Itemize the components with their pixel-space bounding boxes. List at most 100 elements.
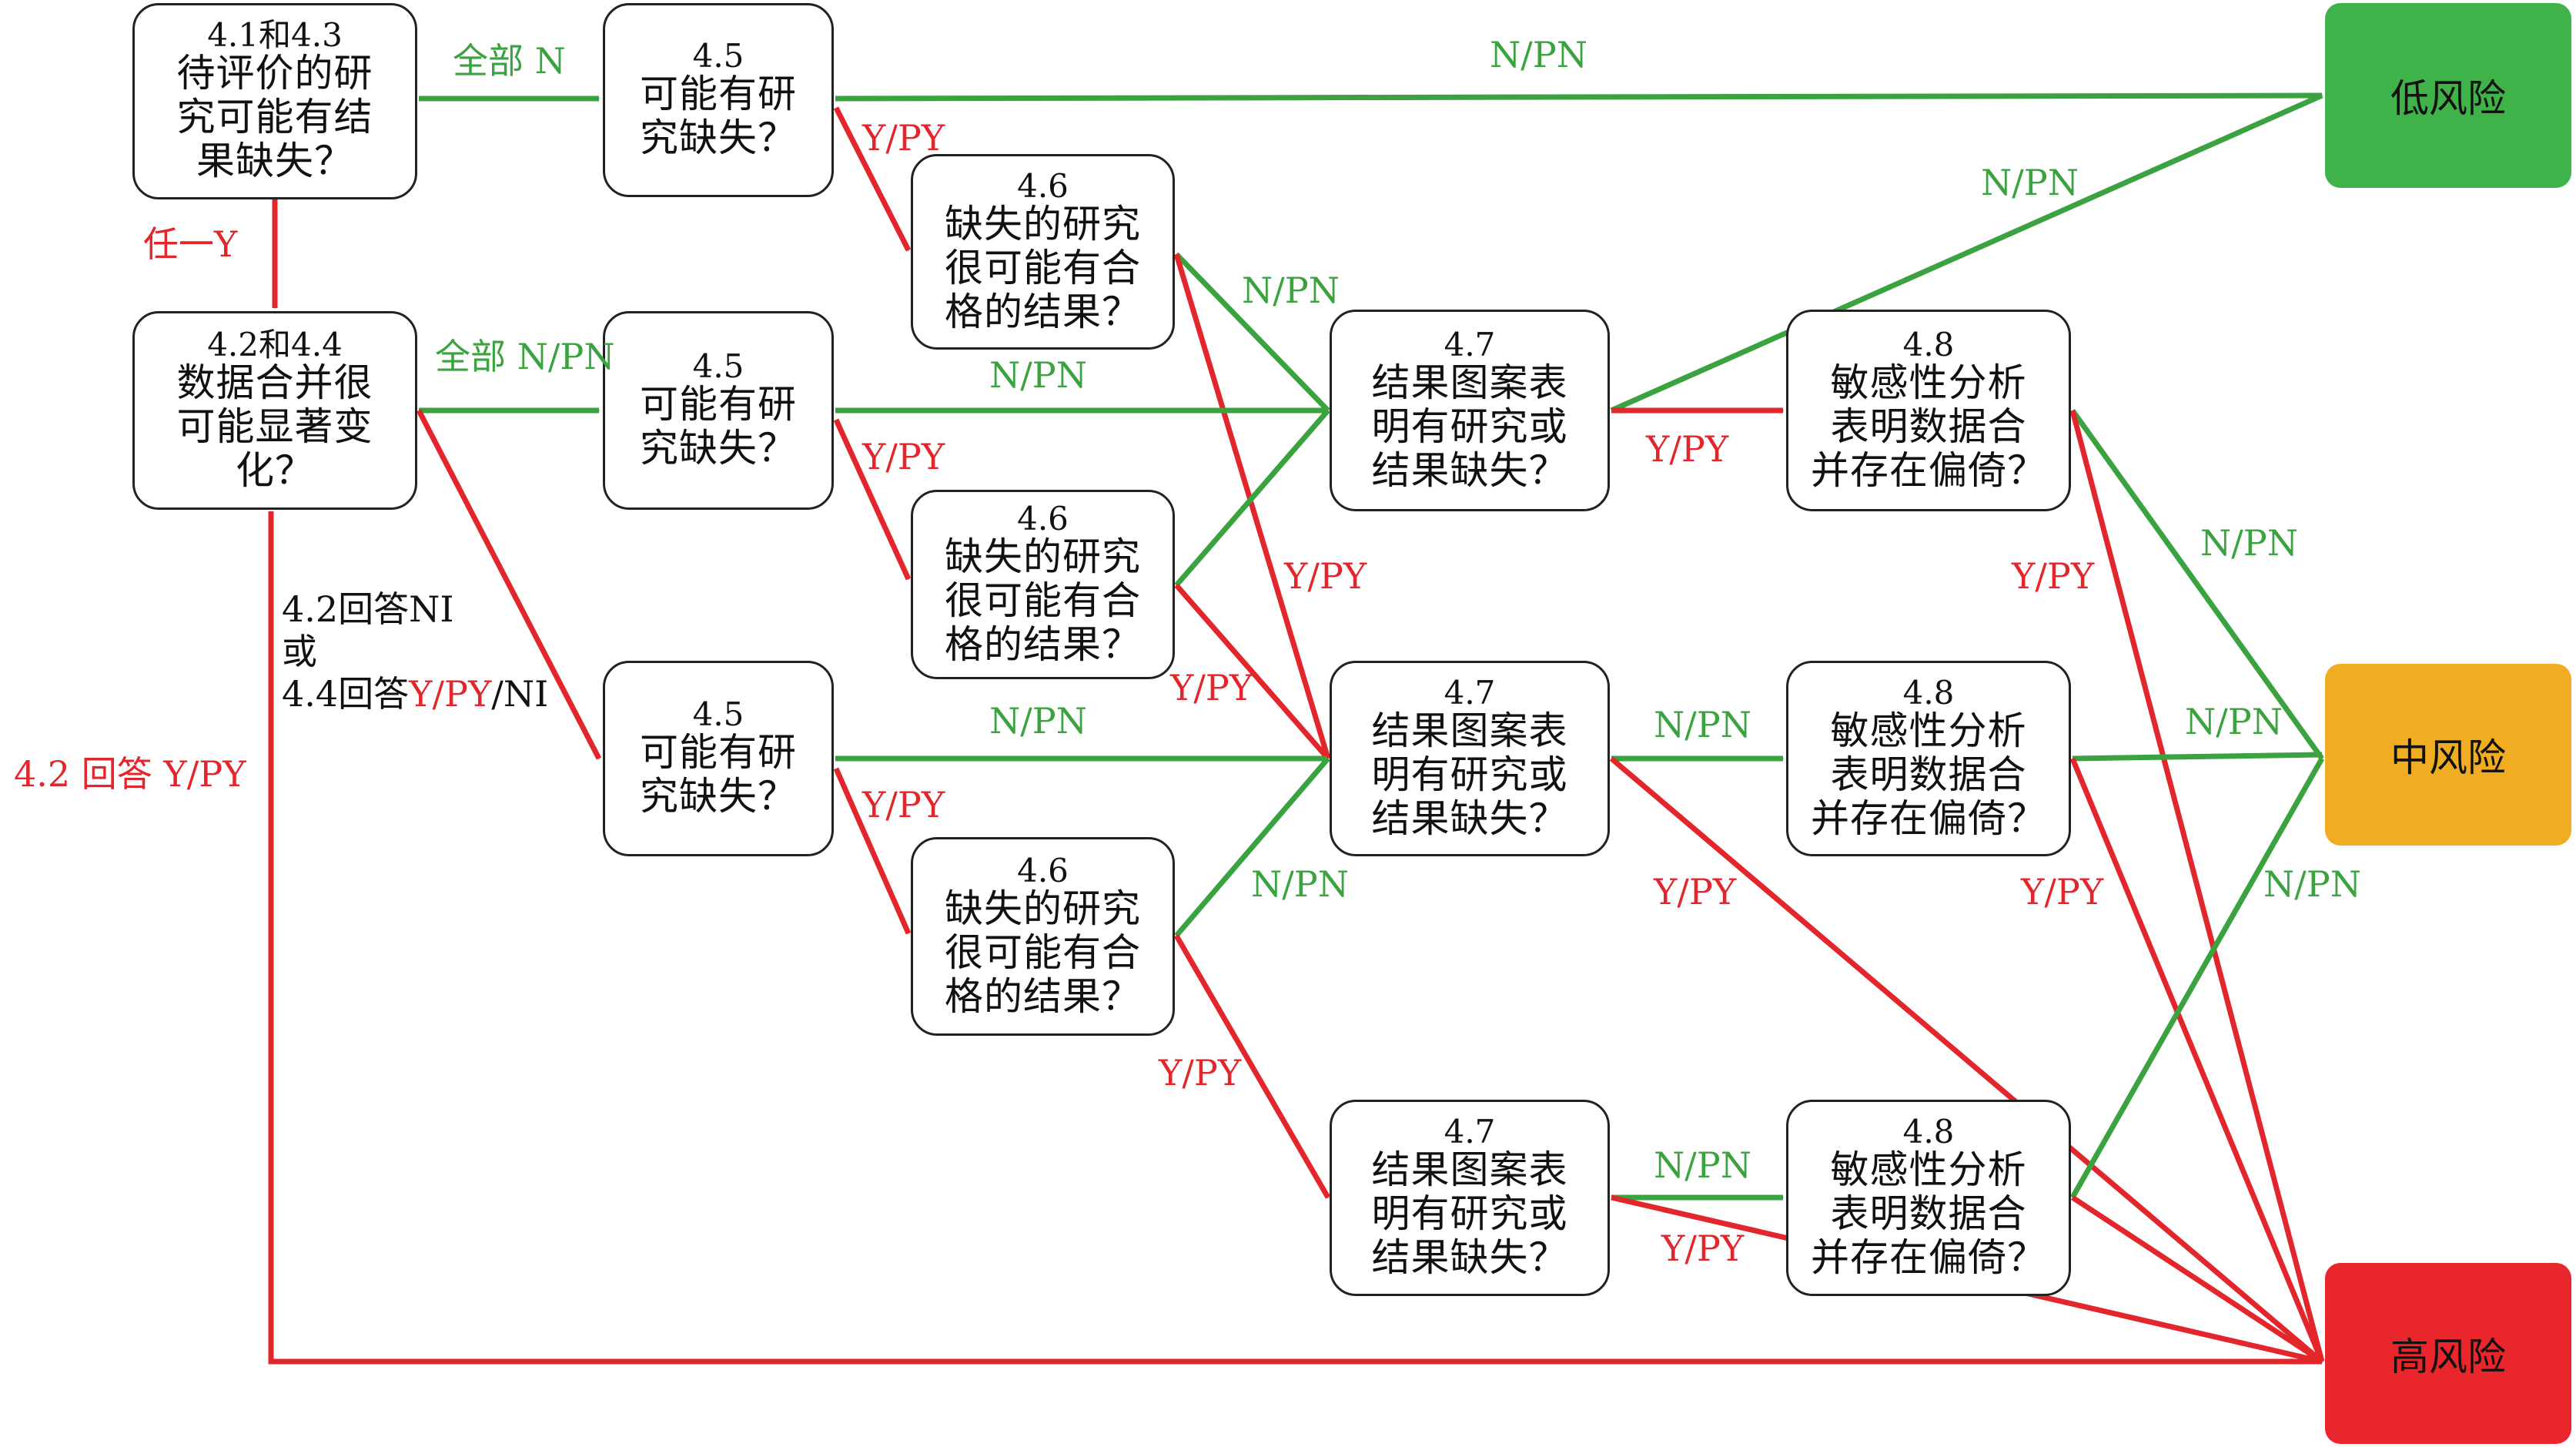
label-ni-line3-red: Y/PY [409,673,492,715]
node-4-8-bottom: 4.8 敏感性分析 表明数据合 并存在偏倚？ [1786,1100,2071,1296]
node-4-5-middle: 4.5 可能有研 究缺失？ [603,311,834,510]
node-question: 缺失的研究 很可能有合 格的结果？ [945,886,1141,1019]
label-y-py-45a: Y/PY [862,117,945,159]
node-4-7-top: 4.7 结果图案表 明有研究或 结果缺失？ [1330,310,1610,511]
node-4-7-bottom: 4.7 结果图案表 明有研究或 结果缺失？ [1330,1100,1610,1296]
node-question: 可能有研 究缺失？ [640,72,797,160]
label-q42-yes: 4.2 回答 Y/PY [14,753,246,795]
node-question: 数据合并很 可能显著变 化？ [176,360,373,493]
edge-4-8b-to-high [2069,757,2325,1363]
label-ni-line1: 4.2回答NI [282,588,454,630]
label-n-pn-48b-to-mid: N/PN [2185,701,2283,742]
node-number: 4.8 [1902,673,1955,712]
edge-4-6c-to-4-7b [1174,756,1330,938]
node-4-6-top: 4.6 缺失的研究 很可能有合 格的结果？ [911,154,1175,350]
label-y-py-47b-to-high: Y/PY [1654,871,1737,913]
edge-4-2-to-high [268,511,2323,1365]
edge-4-6c-to-4-7c [1173,934,1331,1199]
outcome-high-risk: 高风险 [2325,1263,2571,1444]
label-all-n-pn: 全部 N/PN [435,336,615,377]
label-y-py-48b-to-high: Y/PY [2021,871,2104,913]
label-y-py-45b: Y/PY [862,436,945,477]
label-y-py-48a-to-high: Y/PY [2012,555,2095,597]
label-ni-line3: 4.4回答Y/PY/NI [282,673,548,715]
label-y-py-46a-to-47b: Y/PY [1284,555,1367,597]
label-n-pn-48a-to-mid: N/PN [2200,522,2298,564]
node-4-1-and-4-3: 4.1和4.3 待评价的研 究可能有结 果缺失？ [132,3,417,199]
node-number: 4.5 [692,347,744,385]
node-question: 缺失的研究 很可能有合 格的结果？ [945,534,1141,667]
edge-4-8c-to-high [2071,1195,2323,1364]
node-question: 敏感性分析 表明数据合 并存在偏倚？ [1811,1147,2046,1280]
label-all-n: 全部 N [453,40,566,82]
node-4-7-middle: 4.7 结果图案表 明有研究或 结果缺失？ [1330,661,1610,856]
label-ni-line2: 或 [282,631,317,673]
label-y-py-46b-to-47b: Y/PY [1170,667,1253,708]
label-ni-line3-suffix: /NI [491,673,549,715]
label-y-py-47a-to-48a: Y/PY [1646,428,1729,470]
edge-4-7a-to-low [1610,92,2323,414]
label-any-y: 任一Y [143,223,238,265]
label-n-pn-47a-to-low: N/PN [1981,162,2079,203]
label-n-pn-47c-to-48c: N/PN [1654,1144,1751,1186]
node-number: 4.6 [1017,166,1069,205]
edge-4-2-to-4-5c [416,409,602,760]
node-number: 4.2和4.4 [207,325,343,363]
label-n-pn-47b-to-48b: N/PN [1654,704,1751,745]
edge-4-6b-to-4-7a [1174,408,1330,588]
node-number: 4.8 [1902,325,1955,363]
edge-4-6b-to-4-7b [1174,583,1330,761]
node-number: 4.5 [692,695,744,733]
edge-4-7b-to-high [1609,756,2324,1364]
label-n-pn-46a-to-47a: N/PN [1242,270,1340,311]
edge-4-5b-to-4-6b [833,418,912,581]
node-question: 可能有研 究缺失？ [640,382,797,471]
node-4-8-middle: 4.8 敏感性分析 表明数据合 并存在偏倚？ [1786,661,2071,856]
label-y-py-46c-to-47c: Y/PY [1159,1052,1242,1094]
edge-4-6a-to-4-7a [1174,252,1330,413]
label-n-pn-48c-to-mid: N/PN [2263,863,2361,905]
node-4-5-top: 4.5 可能有研 究缺失？ [603,3,834,197]
node-4-2-and-4-4: 4.2和4.4 数据合并很 可能显著变 化？ [132,311,417,510]
label-ni-branch: 4.2回答NI 或 4.4回答Y/PY/NI [282,588,548,716]
edge-4-5c-to-4-6c [833,767,912,935]
node-4-5-bottom: 4.5 可能有研 究缺失？ [603,661,834,856]
outcome-medium-risk: 中风险 [2325,664,2571,846]
node-question: 结果图案表 明有研究或 结果缺失？ [1371,360,1568,493]
node-4-8-top: 4.8 敏感性分析 表明数据合 并存在偏倚？ [1786,310,2071,511]
edge-4-8a-to-mid [2070,408,2324,761]
outcome-low-risk: 低风险 [2325,3,2571,188]
edge-4-5a-to-low [835,92,2323,102]
node-question: 敏感性分析 表明数据合 并存在偏倚？ [1811,360,2046,493]
node-number: 4.7 [1444,673,1496,712]
node-question: 敏感性分析 表明数据合 并存在偏倚？ [1811,708,2046,841]
label-n-pn-46c-to-47b: N/PN [1251,863,1349,905]
node-question: 缺失的研究 很可能有合 格的结果？ [945,201,1141,334]
node-number: 4.6 [1017,851,1069,889]
label-n-pn-45c-to-47b: N/PN [989,700,1087,742]
node-question: 可能有研 究缺失？ [640,730,797,819]
edge-4-8c-to-mid [2069,757,2325,1199]
edge-4-8a-to-high [2069,410,2325,1363]
label-y-py-45c: Y/PY [862,784,945,826]
label-n-pn-45b-to-47a: N/PN [989,354,1087,396]
node-question: 待评价的研 究可能有结 果缺失？ [176,51,373,183]
node-number: 4.6 [1017,499,1069,538]
node-number: 4.1和4.3 [207,16,343,54]
node-4-6-middle: 4.6 缺失的研究 很可能有合 格的结果？ [911,490,1175,679]
edge-4-8b-to-mid [2072,752,2323,762]
node-number: 4.7 [1444,1113,1496,1151]
label-y-py-47c-to-high: Y/PY [1661,1228,1745,1269]
edge-4-5a-to-4-6a [833,106,912,252]
node-4-6-bottom: 4.6 缺失的研究 很可能有合 格的结果？ [911,837,1175,1036]
node-number: 4.5 [692,37,744,75]
node-number: 4.8 [1902,1113,1955,1151]
label-ni-line3-prefix: 4.4回答 [282,673,410,715]
node-question: 结果图案表 明有研究或 结果缺失？ [1371,708,1568,841]
node-question: 结果图案表 明有研究或 结果缺失？ [1371,1147,1568,1280]
edge-4-6a-to-4-7b [1173,253,1331,760]
node-number: 4.7 [1444,325,1496,363]
label-n-pn-top-to-low: N/PN [1490,34,1587,75]
